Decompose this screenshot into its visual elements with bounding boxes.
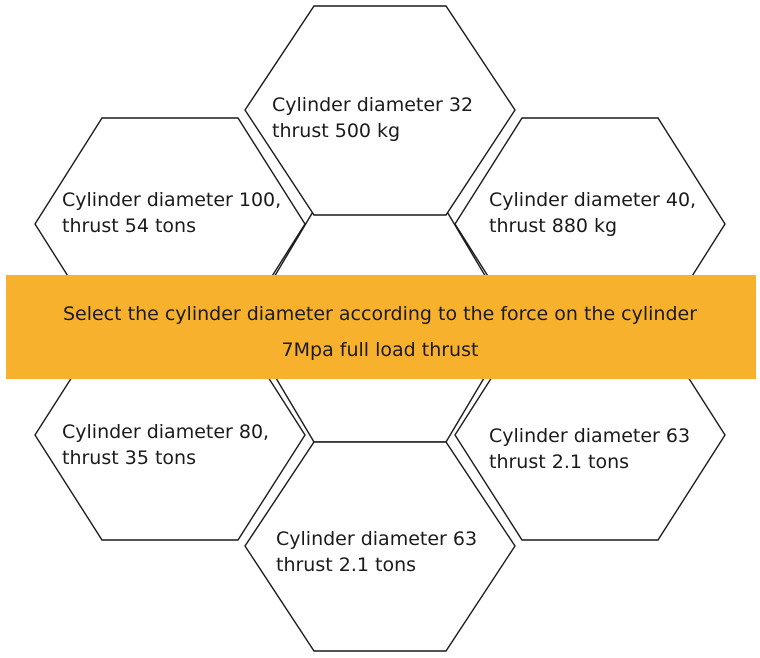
hexagon-top: Cylinder diameter 32 thrust 500 kg (244, 5, 516, 216)
hexagon-lower-left-line2: thrust 35 tons (62, 447, 196, 469)
hexagon-bottom: Cylinder diameter 63 thrust 2.1 tons (244, 441, 516, 652)
hexagon-upper-left-line1: Cylinder diameter 100, (62, 189, 281, 211)
hexagon-bottom-line1: Cylinder diameter 63 (276, 528, 477, 550)
hexagon-bottom-shape (244, 441, 516, 652)
hexagon-top-line2: thrust 500 kg (272, 120, 400, 142)
hexagon-lower-left: Cylinder diameter 80, thrust 35 tons (34, 329, 306, 541)
hexagon-lower-right-line2: thrust 2.1 tons (489, 451, 629, 473)
hexagon-upper-left-line2: thrust 54 tons (62, 215, 196, 237)
hexagon-lower-right: Cylinder diameter 63 thrust 2.1 tons (454, 329, 726, 541)
title-banner-line1: Select the cylinder diameter according t… (63, 303, 697, 325)
hexagon-top-line1: Cylinder diameter 32 (272, 94, 473, 116)
hexagon-lower-right-line1: Cylinder diameter 63 (489, 425, 690, 447)
hexagon-upper-right-line1: Cylinder diameter 40, (489, 189, 696, 211)
hexagon-top-shape (244, 5, 516, 216)
hexagon-bottom-line2: thrust 2.1 tons (276, 554, 416, 576)
hexagon-upper-right-line2: thrust 880 kg (489, 215, 617, 237)
title-banner: Select the cylinder diameter according t… (6, 275, 756, 379)
title-banner-background (6, 275, 756, 379)
title-banner-line2: 7Mpa full load thrust (282, 339, 479, 361)
hexagon-lower-left-line1: Cylinder diameter 80, (62, 421, 269, 443)
